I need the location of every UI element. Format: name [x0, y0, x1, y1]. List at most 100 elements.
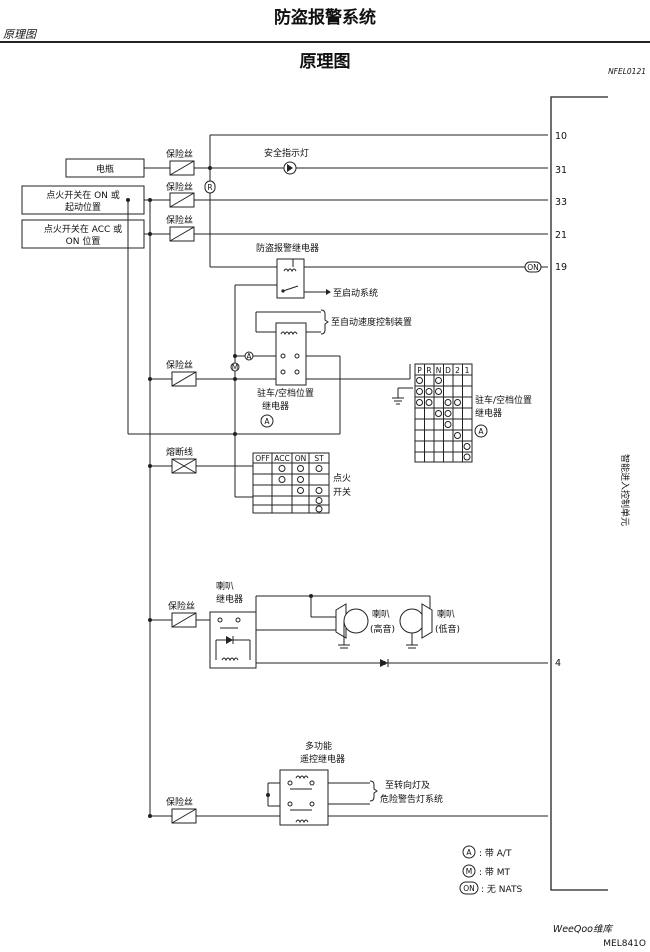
- fuse-5: 保险丝: [168, 600, 197, 628]
- legend-on-text: : 无 NATS: [481, 884, 522, 895]
- legend-m-text: : 带 MT: [479, 867, 511, 878]
- fuse-1: 保险丝: [166, 148, 195, 176]
- ground-symbol-1: [392, 387, 413, 405]
- horn-low-line2: (低音): [435, 623, 460, 635]
- to-starter-label: 至启动系统: [333, 287, 378, 299]
- park-neutral-relay: 至自动速度控制装置 驻车/空档位置 继电器 A: [257, 309, 412, 428]
- mf-relay-line1: 多功能: [305, 740, 332, 752]
- legend: A : 带 A/T M : 带 MT ON : 无 NATS: [459, 845, 522, 895]
- legend-item-m: M : 带 MT: [462, 864, 511, 878]
- legend-on-mark: ON: [463, 884, 475, 893]
- mf-relay-line2: 遥控继电器: [300, 753, 345, 765]
- fuse-5-label: 保险丝: [168, 600, 195, 612]
- park-neutral-relay-line1: 驻车/空档位置: [257, 387, 314, 399]
- park-switch-line2: 继电器: [475, 407, 502, 419]
- security-lamp: 安全指示灯: [264, 147, 309, 175]
- mf-relay: [150, 769, 548, 826]
- gear-position-switch: P R N D 2 1: [414, 363, 473, 463]
- page-header-title: 防盗报警系统: [274, 8, 376, 28]
- gear-n: N: [436, 366, 442, 375]
- theft-relay-label: 防盗报警继电器: [256, 242, 319, 254]
- ign-switch-line2: 开关: [333, 486, 351, 498]
- fusible-link: 熔断线: [149, 379, 253, 816]
- security-lamp-label: 安全指示灯: [264, 147, 309, 159]
- header-divider: [0, 41, 650, 43]
- ign-acc-on-line1: 点火开关在 ACC 或: [44, 223, 122, 235]
- fuse-6: 保险丝: [166, 796, 197, 824]
- mark-on-text: ON: [527, 263, 539, 272]
- horn-high-line1: 喇叭: [372, 608, 390, 620]
- ref-code-bottom: MEL841O: [603, 939, 646, 949]
- fuse-2-label: 保险丝: [166, 181, 193, 193]
- gear-d: D: [445, 366, 451, 375]
- gear-1: 1: [465, 366, 470, 375]
- pin-31: 31: [555, 165, 567, 176]
- watermark: WeeQoo维库: [553, 924, 614, 935]
- gear-p: P: [417, 366, 422, 375]
- mark-r: R: [204, 180, 216, 194]
- battery-label: 电瓶: [96, 163, 114, 175]
- ign-pos-st: ST: [314, 454, 324, 463]
- fuse-3: 保险丝: [166, 214, 195, 242]
- mark-m-small-text: M: [232, 363, 238, 372]
- page-header-subtitle: 原理图: [3, 28, 36, 41]
- ign-acc-on-line2: ON 位置: [66, 235, 101, 247]
- ign-on-start-line2: 起动位置: [65, 201, 101, 213]
- theft-relay: 至启动系统: [276, 258, 378, 299]
- ign-pos-off: OFF: [255, 454, 270, 463]
- fuse-1-label: 保险丝: [166, 148, 193, 160]
- legend-a-text: : 带 A/T: [479, 848, 512, 859]
- legend-item-on: ON : 无 NATS: [459, 881, 522, 895]
- horn-high-line2: (高音): [370, 623, 395, 635]
- pin-21: 21: [555, 230, 567, 241]
- mark-a-small-text: A: [246, 352, 252, 361]
- battery-box: 电瓶: [65, 158, 145, 178]
- ign-on-start-box: 点火开关在 ON 或 起动位置: [21, 185, 145, 215]
- ref-code-top: NFEL0121: [608, 67, 646, 76]
- horn-relay: [209, 611, 257, 669]
- legend-m-mark: M: [466, 867, 472, 876]
- diagram-title: 原理图: [299, 52, 351, 72]
- legend-a-mark: A: [466, 848, 472, 857]
- park-switch-mark-text: A: [478, 427, 484, 436]
- mark-m-small: M: [230, 362, 240, 372]
- fuse-3-label: 保险丝: [166, 214, 193, 226]
- pin-19: 19: [555, 262, 567, 273]
- mark-a-small: A: [244, 351, 254, 361]
- top-wires: [127, 134, 548, 434]
- ign-acc-on-box: 点火开关在 ACC 或 ON 位置: [21, 219, 145, 249]
- pin-10: 10: [555, 131, 567, 142]
- turn-lamp-line1: 至转向灯及: [385, 779, 430, 791]
- park-relay-mark: A: [264, 417, 270, 426]
- mark-r-text: R: [207, 183, 212, 192]
- ign-on-start-line1: 点火开关在 ON 或: [46, 189, 120, 201]
- fuse-4: 保险丝: [166, 359, 197, 387]
- control-unit-box: [550, 96, 608, 891]
- park-switch-mark: A: [474, 424, 488, 438]
- control-unit-label: 智能进入控制单元: [619, 454, 631, 526]
- fuse-6-label: 保险丝: [166, 796, 193, 808]
- fuse-4-label: 保险丝: [166, 359, 193, 371]
- legend-item-a: A : 带 A/T: [462, 845, 512, 859]
- ignition-switch: OFF ACC ON ST: [252, 452, 330, 514]
- gear-2: 2: [455, 366, 460, 375]
- horn-low: [399, 603, 433, 649]
- pin-4: 4: [555, 658, 561, 669]
- horn-relay-line2: 继电器: [216, 593, 243, 605]
- turn-lamp-line2: 危险警告灯系统: [380, 793, 443, 805]
- to-cruise-label: 至自动速度控制装置: [331, 316, 412, 328]
- fusible-link-label: 熔断线: [166, 446, 193, 458]
- horn-circuit-wires: [150, 595, 548, 664]
- horn-diode: [380, 659, 389, 667]
- mark-on-pin19: ON: [524, 261, 542, 273]
- pin-33: 33: [555, 197, 567, 208]
- fuse-2: 保险丝: [166, 181, 195, 208]
- ign-pos-on: ON: [295, 454, 307, 463]
- ign-pos-acc: ACC: [274, 454, 289, 463]
- horn-low-line1: 喇叭: [437, 608, 455, 620]
- ign-switch-line1: 点火: [333, 473, 351, 484]
- horn-relay-line1: 喇叭: [216, 580, 234, 592]
- park-switch-line1: 驻车/空档位置: [475, 394, 532, 406]
- park-neutral-relay-line2: 继电器: [262, 400, 289, 412]
